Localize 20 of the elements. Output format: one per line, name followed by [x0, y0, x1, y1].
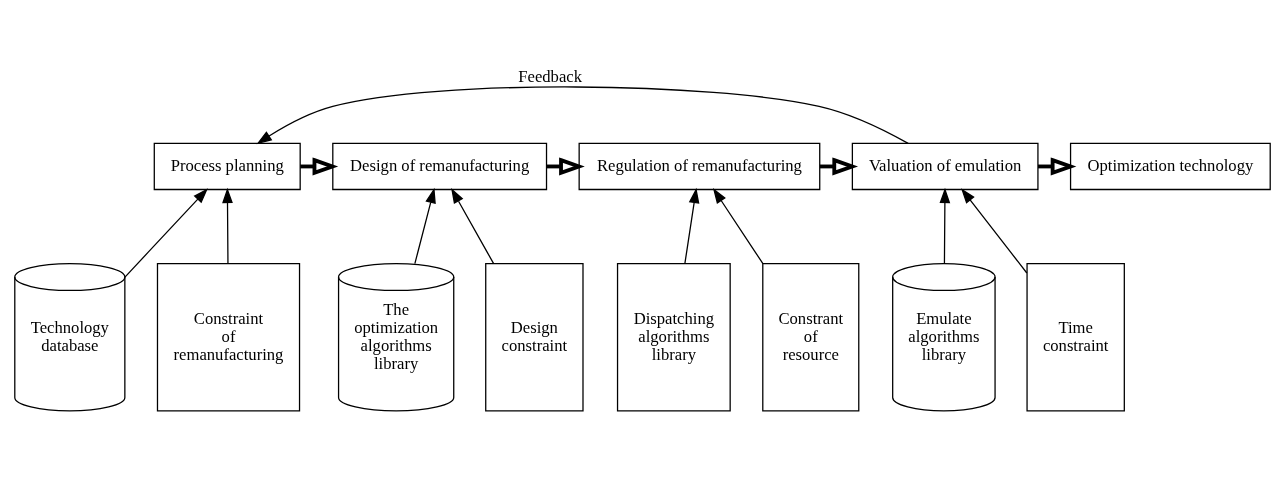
edge-label: Feedback — [518, 66, 583, 86]
node-box: Valuation of emulation — [851, 142, 1039, 190]
arrow — [684, 187, 700, 264]
node-box: Constrant of resource — [762, 262, 860, 411]
node-box: Dispatching algorithms library — [616, 262, 731, 411]
node-box: Design of remanufacturing — [332, 142, 548, 190]
node-box: Process planning — [153, 142, 301, 190]
node-box: Constraint of remanufacturing — [156, 262, 301, 411]
arrow — [256, 85, 909, 144]
node-box: Design constraint — [485, 262, 584, 411]
arrow — [124, 187, 208, 278]
arrow — [961, 187, 1028, 274]
node-box: Optimization technology — [1069, 142, 1271, 190]
node-box: Regulation of remanufacturing — [578, 142, 821, 190]
arrow — [939, 187, 951, 264]
arrow — [451, 187, 495, 264]
arrow — [414, 187, 436, 264]
arrow — [222, 187, 233, 264]
node-box: Time constraint — [1026, 262, 1125, 411]
arrow — [712, 187, 764, 264]
